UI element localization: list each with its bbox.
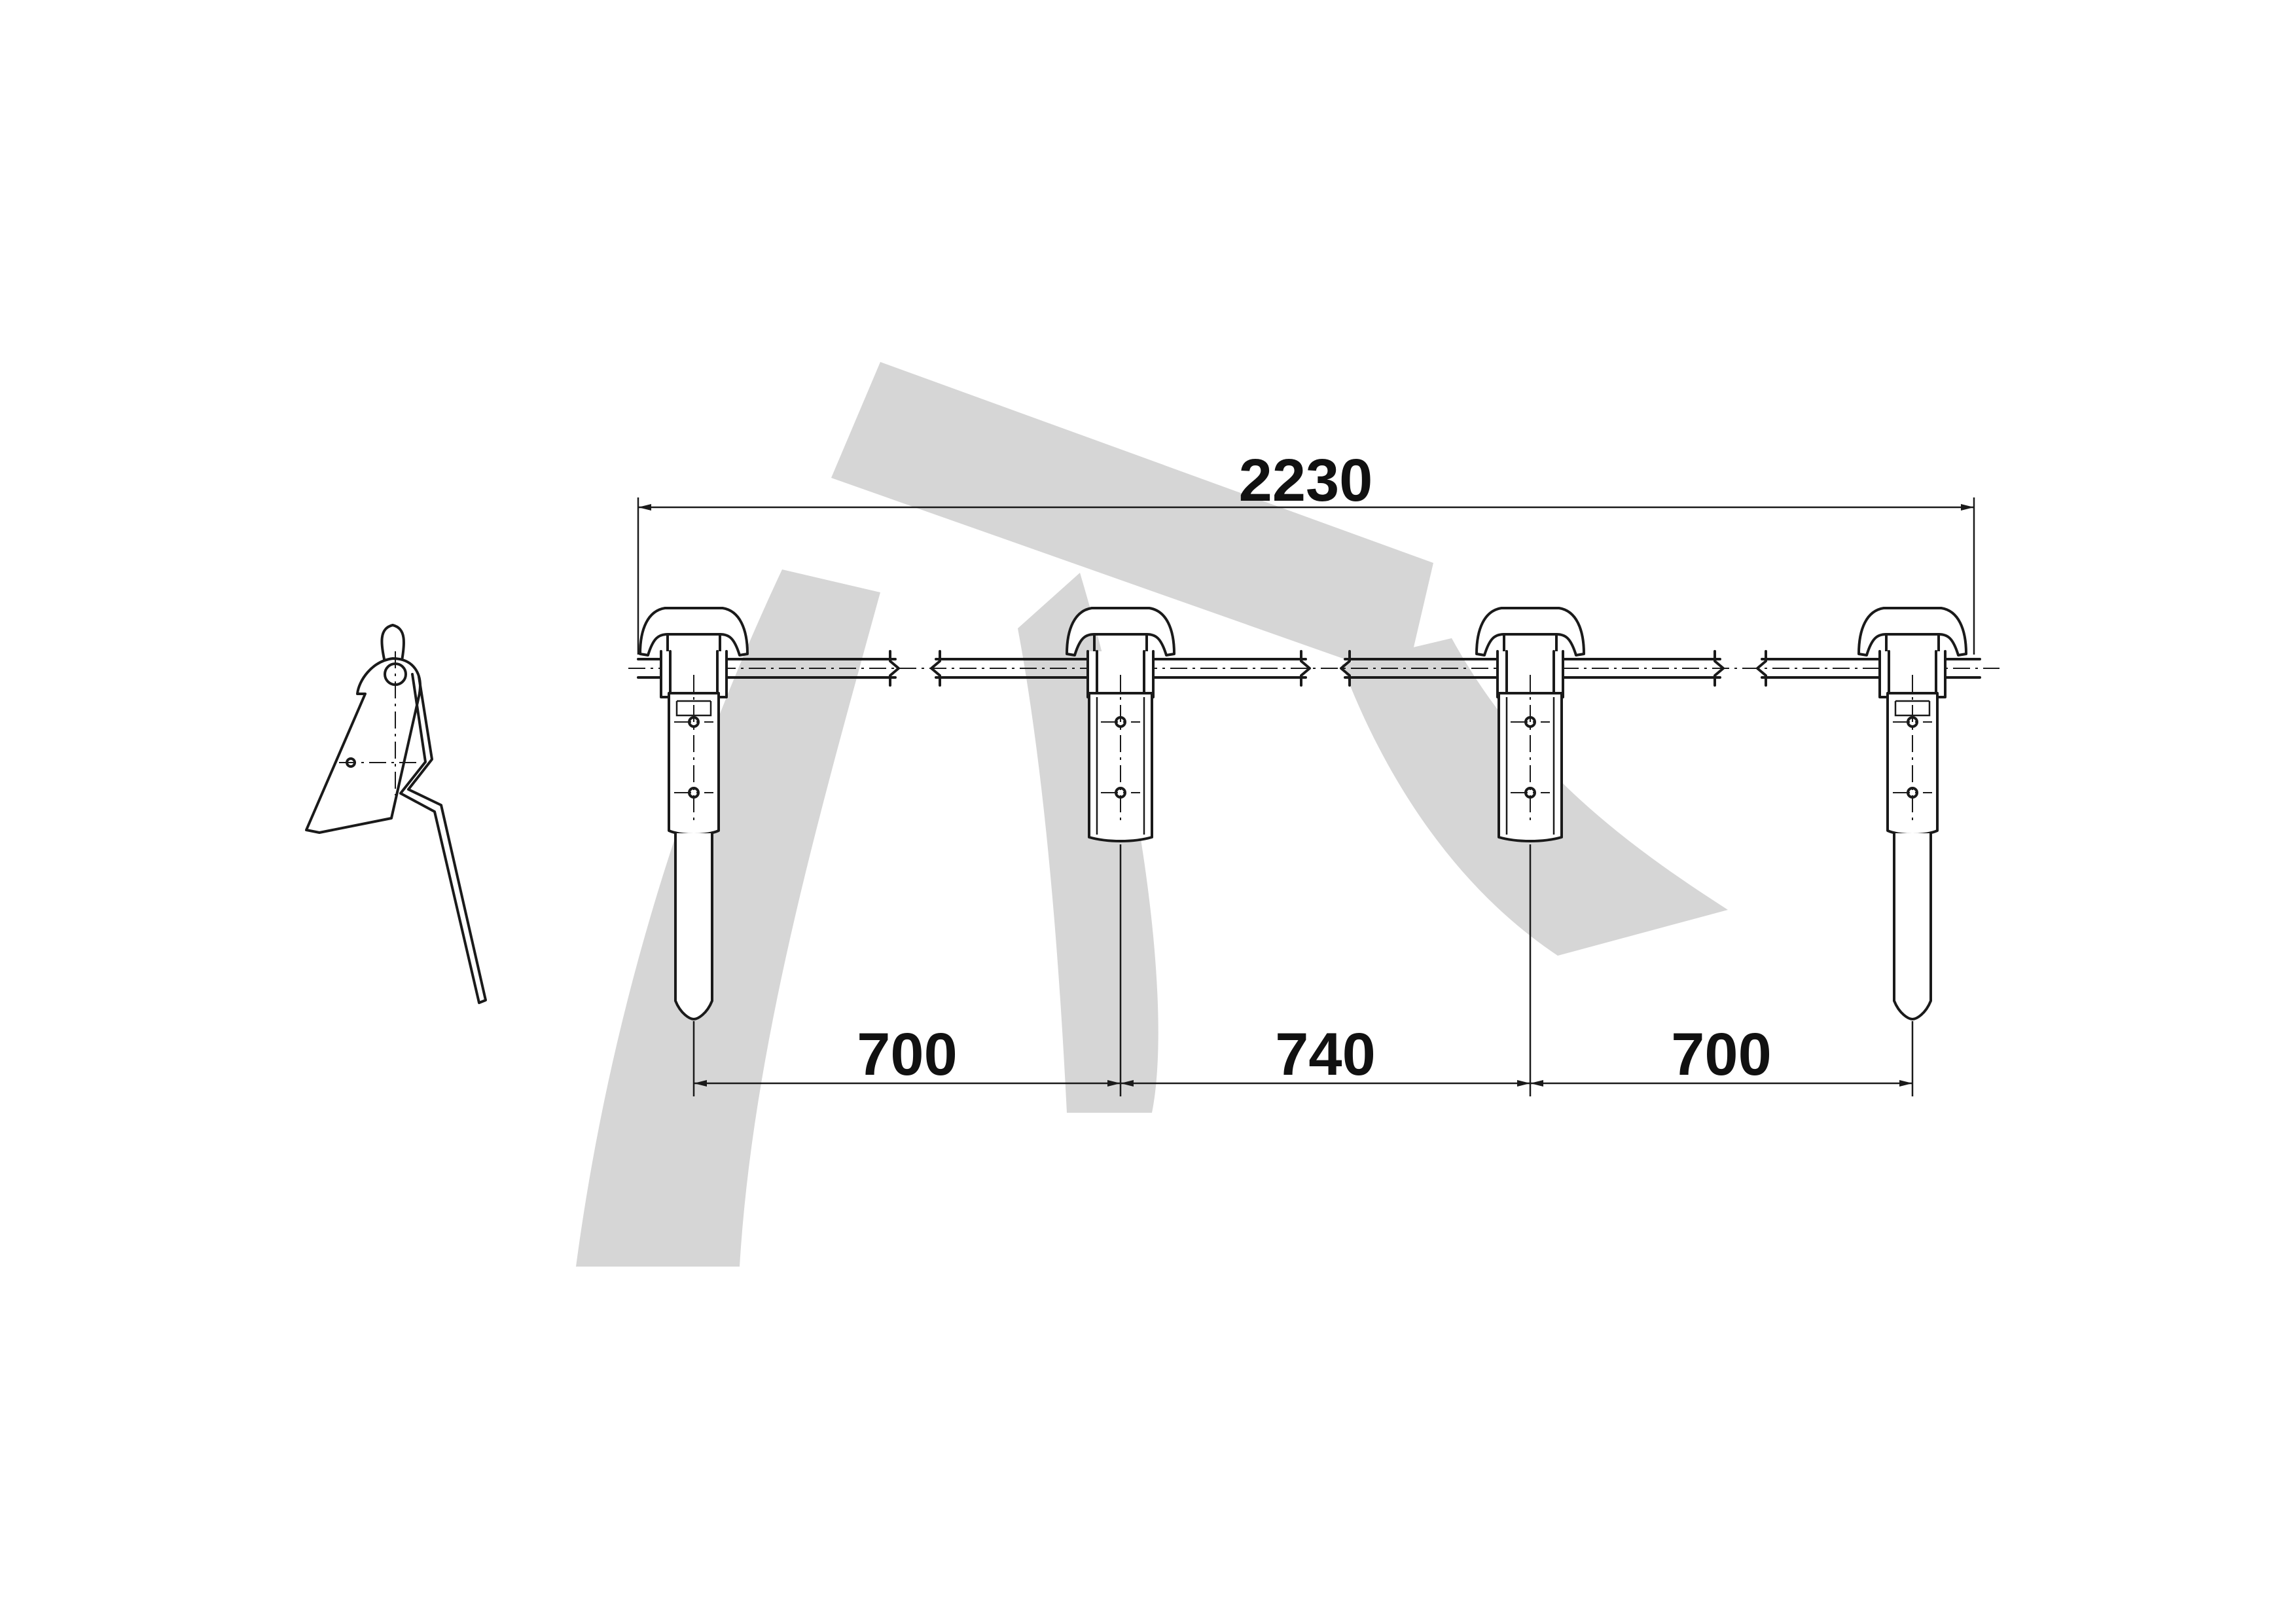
overall-dimension: 2230 bbox=[637, 447, 1975, 655]
tine-holder-4 bbox=[1857, 607, 1967, 1020]
tine-side-view bbox=[305, 624, 487, 1004]
spacing-label-3: 700 bbox=[1671, 1021, 1772, 1088]
spacing-label-2: 740 bbox=[1275, 1021, 1376, 1088]
overall-length-label: 2230 bbox=[1239, 447, 1373, 514]
spacing-label-1: 700 bbox=[857, 1021, 958, 1088]
spacing-dimensions: 700 740 700 bbox=[692, 844, 1914, 1096]
